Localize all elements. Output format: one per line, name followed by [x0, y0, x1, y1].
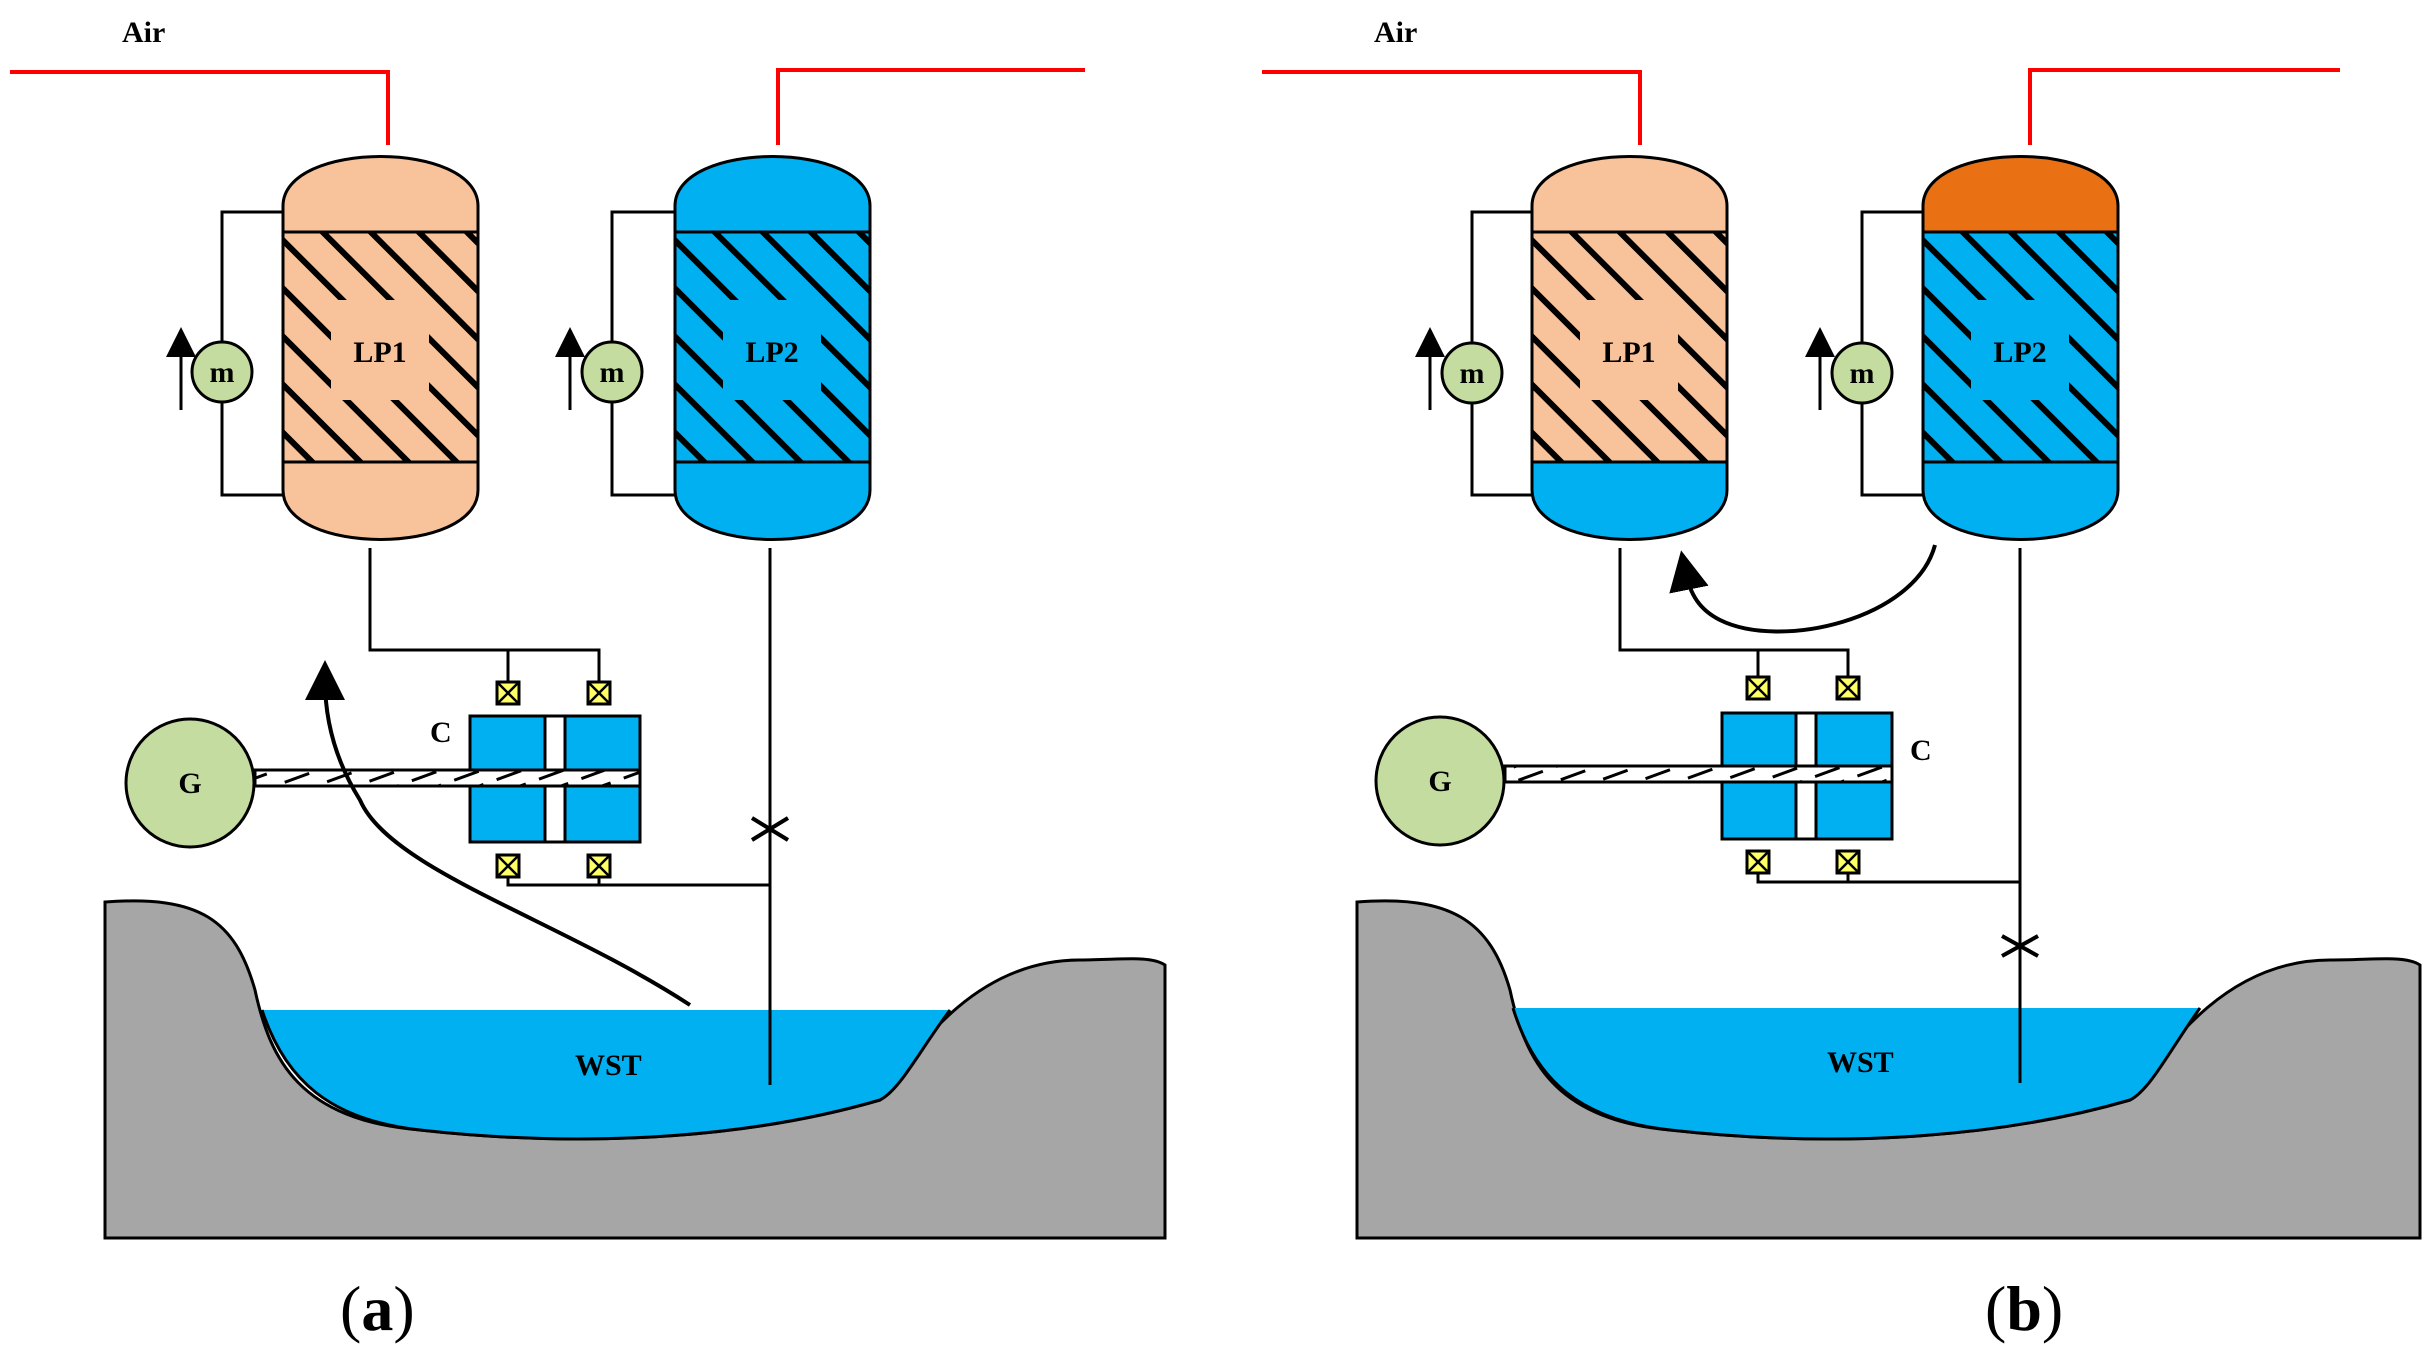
cylinder-label-b: C	[1910, 734, 1932, 767]
air-line-a1	[10, 70, 390, 145]
caption-a: (a)	[340, 1273, 415, 1344]
valve-b1	[1745, 675, 1771, 701]
vessel-lp1-label-a: LP1	[353, 336, 406, 369]
svg-text:m: m	[600, 356, 625, 389]
reservoir-water-b	[1513, 1008, 2200, 1139]
svg-text:G: G	[1428, 765, 1451, 798]
vessel-lp2-a: LP2	[673, 155, 872, 541]
panel-a: WST Air LP1 LP2 m m	[10, 16, 1167, 1344]
air-line-b2	[2028, 68, 2340, 145]
vessel-lp1-a: LP1	[281, 155, 480, 541]
piston-rod-b	[1503, 764, 1894, 784]
air-line-b1	[1262, 70, 1642, 145]
valve-b3	[1745, 849, 1771, 875]
panel-b: WST Air LP1 LP2 m	[1262, 16, 2422, 1344]
valve-b4	[1835, 849, 1861, 875]
svg-text:m: m	[210, 356, 235, 389]
svg-text:m: m	[1460, 357, 1485, 390]
valve-a4	[586, 853, 612, 879]
svg-text:m: m	[1850, 357, 1875, 390]
generator-b: G	[1374, 715, 1506, 847]
transfer-arrow-b	[1669, 544, 1937, 634]
flow-arrow-a	[305, 660, 692, 1007]
reservoir-label-a: WST	[575, 1049, 642, 1082]
motor-lp2-a: m	[580, 340, 644, 404]
check-valve-a	[750, 816, 790, 842]
piston-rod-a	[253, 768, 642, 788]
valve-a1	[495, 680, 521, 706]
motor-lp2-b: m	[1830, 341, 1894, 405]
motor-lp1-a: m	[190, 340, 254, 404]
air-label-b: Air	[1374, 16, 1417, 49]
generator-a: G	[124, 717, 256, 849]
svg-text:G: G	[178, 767, 201, 800]
air-label-a: Air	[122, 16, 165, 49]
valve-a3	[495, 853, 521, 879]
caption-b: (b)	[1985, 1273, 2063, 1344]
vessel-lp1-b: LP1	[1530, 155, 1729, 541]
vessel-lp1-label-b: LP1	[1602, 336, 1655, 369]
valve-a2	[586, 680, 612, 706]
reservoir-label-b: WST	[1827, 1046, 1894, 1079]
motor-lp1-b: m	[1440, 341, 1504, 405]
vessel-lp2-label-b: LP2	[1993, 336, 2046, 369]
check-valve-b	[2001, 934, 2039, 958]
reservoir-water-a	[262, 1010, 950, 1139]
valve-b2	[1835, 675, 1861, 701]
vessel-lp2-label-a: LP2	[745, 336, 798, 369]
vessel-lp2-b: LP2	[1921, 155, 2120, 541]
cylinder-label-a: C	[430, 716, 452, 749]
air-line-a2	[776, 68, 1085, 145]
